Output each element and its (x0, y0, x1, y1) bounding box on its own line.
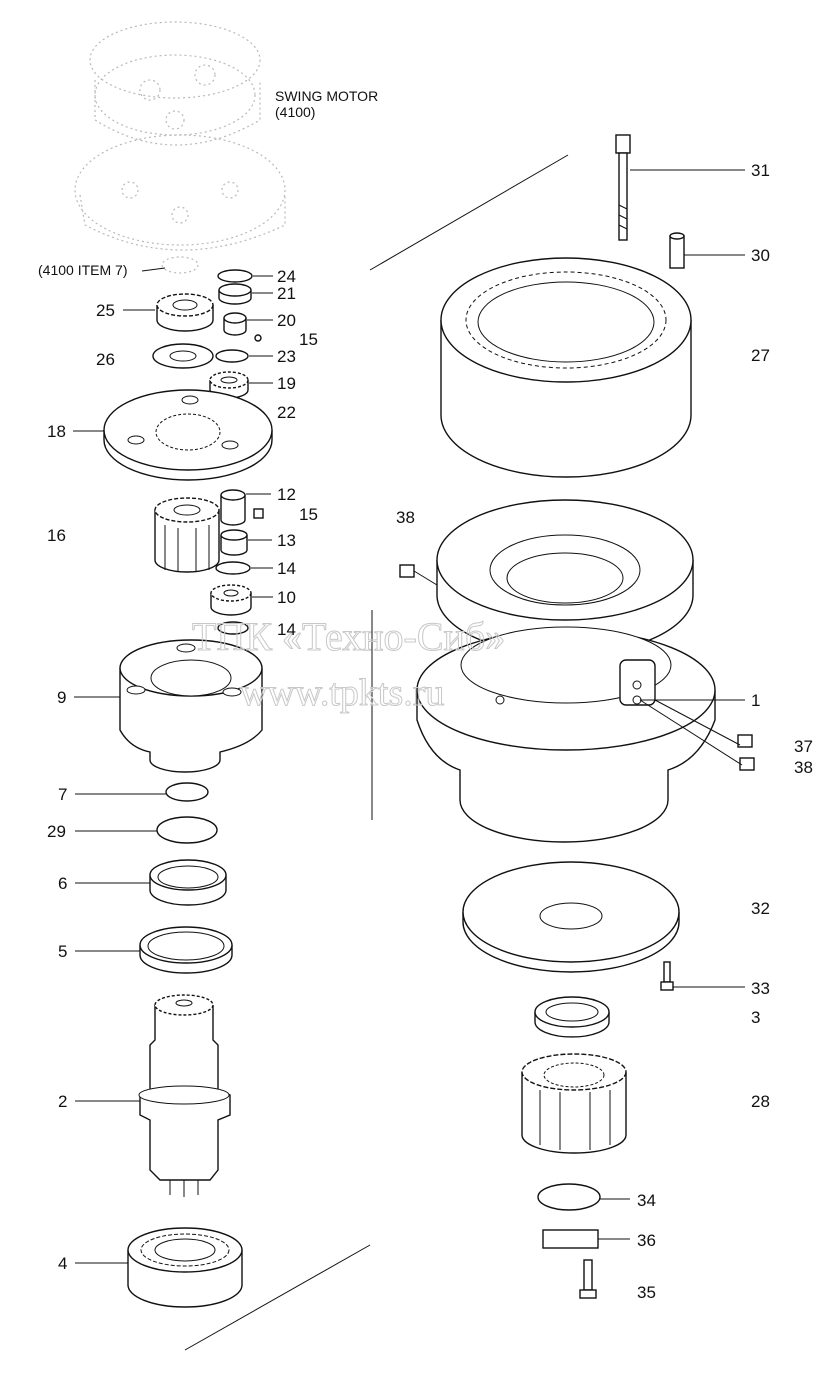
part-38-plug-lower (739, 757, 755, 771)
callout-labels: 24 21 25 20 15 26 23 19 22 18 12 15 16 1… (47, 161, 813, 1302)
part-2-drive-shaft (138, 994, 231, 1197)
callout-26: 26 (96, 350, 115, 369)
part-32-cover-plate (462, 861, 680, 973)
callout-27: 27 (751, 346, 770, 365)
part-36-lock-plate (542, 1229, 599, 1249)
part-12-pin (220, 489, 246, 526)
callout-1: 1 (751, 691, 760, 710)
callout-33: 33 (751, 979, 770, 998)
callout-3: 3 (751, 1008, 760, 1027)
callout-18: 18 (47, 422, 66, 441)
callout-24: 24 (277, 267, 296, 286)
part-5-bearing-ring (139, 926, 233, 974)
callout-15-upper: 15 (299, 330, 318, 349)
callout-12: 12 (277, 485, 296, 504)
part-31-bolt (615, 134, 631, 241)
part-4-roller-bearing (127, 1227, 243, 1308)
callout-4: 4 (58, 1254, 67, 1273)
part-35-bolt (579, 1259, 597, 1299)
callout-30: 30 (751, 246, 770, 265)
watermark-company: ТПК «Техно-Сиб» (192, 614, 505, 659)
callout-23: 23 (277, 347, 296, 366)
watermark-url: www.tpkts.ru (240, 672, 444, 714)
part-26-thrust-washer (152, 343, 214, 369)
callout-15-lower: 15 (299, 505, 318, 524)
callout-22: 22 (277, 403, 296, 422)
callout-20: 20 (277, 311, 296, 330)
part-34-retaining-plate (537, 1183, 601, 1211)
callout-31: 31 (751, 161, 770, 180)
callout-28: 28 (751, 1092, 770, 1111)
part-38-plug (399, 564, 415, 578)
part-18-carrier (103, 389, 273, 481)
part-14-washer-lower (217, 621, 249, 635)
part-3-seal (534, 996, 610, 1038)
callout-7: 7 (58, 785, 67, 804)
part-37-plug (737, 734, 753, 748)
callout-9: 9 (57, 688, 66, 707)
part-24-snap-ring (217, 269, 253, 283)
part-27-ring-gear (440, 257, 692, 478)
part-10-gear (210, 584, 252, 616)
part-20-pin (223, 312, 247, 336)
callout-14-lower: 14 (277, 620, 296, 639)
part-25-sun-gear (156, 293, 214, 332)
part-15-spring (253, 508, 264, 519)
part-28-pinion (521, 1053, 627, 1154)
part-23-ring (215, 349, 249, 363)
part-21-bushing (218, 283, 252, 305)
callout-29: 29 (47, 822, 66, 841)
part-14-washer (215, 561, 251, 575)
callout-10: 10 (277, 588, 296, 607)
part-9-carrier (119, 639, 263, 773)
callout-14-upper: 14 (277, 559, 296, 578)
part-7-plate (165, 782, 209, 802)
callout-34: 34 (637, 1191, 656, 1210)
callout-6: 6 (58, 874, 67, 893)
axis-lines (184, 154, 569, 1351)
swing-motor-title: SWING MOTOR (275, 88, 378, 104)
swing-motor-item: (4100 ITEM 7) (38, 262, 127, 278)
callout-13: 13 (277, 531, 296, 550)
callout-16: 16 (47, 526, 66, 545)
callout-21: 21 (277, 284, 296, 303)
callout-38-lower: 38 (794, 758, 813, 777)
part-30-dowel-pin (669, 232, 685, 269)
callout-38-upper: 38 (396, 508, 415, 527)
part-33-screw (660, 961, 674, 991)
callout-37: 37 (794, 737, 813, 756)
part-13-bushing (220, 529, 248, 556)
part-15-ball (254, 334, 262, 342)
swing-motor-code: (4100) (275, 104, 315, 120)
leader-lines (73, 169, 745, 1264)
part-6-oil-seal (149, 859, 227, 906)
callout-19: 19 (277, 374, 296, 393)
part-16-planet-gear (154, 497, 220, 573)
callout-25: 25 (96, 301, 115, 320)
leader-motor-item (141, 267, 166, 272)
callout-2: 2 (58, 1092, 67, 1111)
callout-36: 36 (637, 1231, 656, 1250)
part-29-snap-ring (156, 816, 218, 844)
callout-35: 35 (637, 1283, 656, 1302)
part-1-housing (416, 626, 716, 843)
callout-32: 32 (751, 899, 770, 918)
swing-motor-ghost (74, 21, 286, 274)
callout-5: 5 (58, 942, 67, 961)
